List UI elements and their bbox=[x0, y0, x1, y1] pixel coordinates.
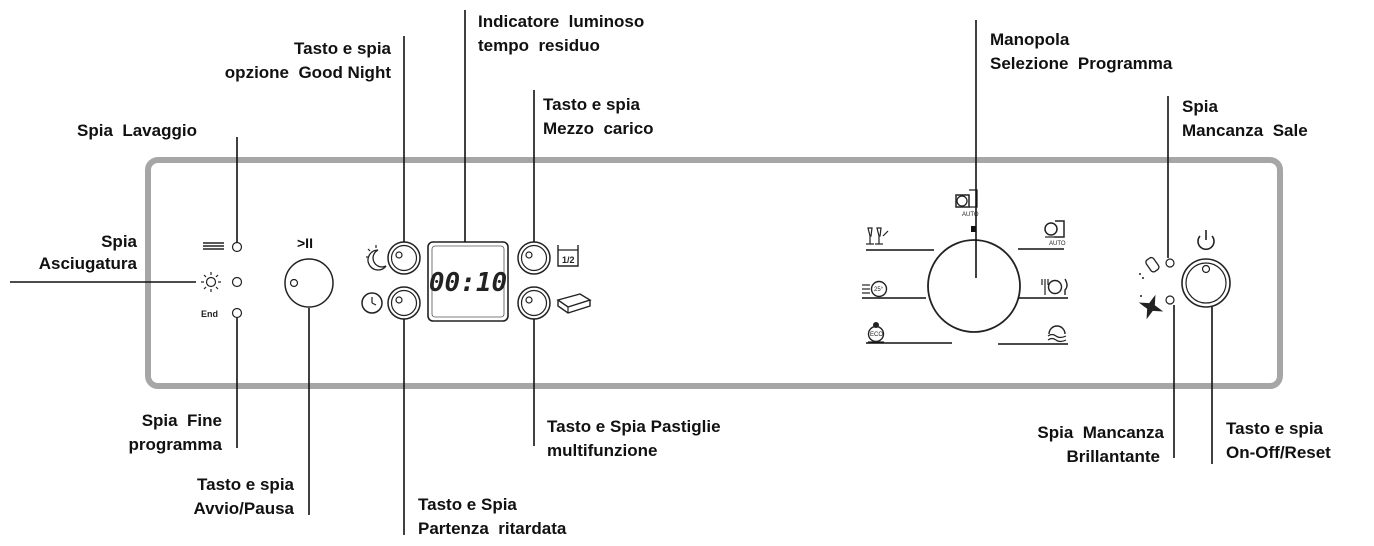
end-led bbox=[231, 307, 243, 319]
start-pause-button[interactable] bbox=[284, 258, 334, 308]
half-load-symbol: 1/2 bbox=[562, 255, 575, 265]
half-load-button[interactable] bbox=[517, 241, 551, 275]
on-off-button[interactable] bbox=[1181, 258, 1231, 308]
program-auto-icon-top: AUTO bbox=[955, 189, 979, 218]
glasses-icon bbox=[866, 227, 889, 245]
drying-led bbox=[231, 276, 243, 288]
label-tempo-residuo-2: tempo residuo bbox=[478, 36, 600, 55]
intensive-icon bbox=[1041, 278, 1068, 295]
delay-start-button[interactable] bbox=[387, 286, 421, 320]
label-avvio-pausa-2: Avvio/Pausa bbox=[194, 499, 295, 518]
dial-marker bbox=[971, 226, 976, 232]
start-pause-led bbox=[289, 278, 299, 288]
label-onoff-1: Tasto e spia bbox=[1226, 419, 1324, 438]
on-off-button-inner bbox=[1185, 262, 1227, 304]
time-display-value: 00:10 bbox=[429, 268, 507, 298]
label-mancanza-sale-2: Mancanza Sale bbox=[1182, 121, 1308, 140]
on-off-led bbox=[1201, 264, 1211, 274]
label-manopola-1: Manopola bbox=[990, 30, 1070, 49]
label-onoff-2: On-Off/Reset bbox=[1226, 443, 1331, 462]
rinse-aid-led bbox=[1165, 295, 1175, 305]
multi-tab-button-inner bbox=[520, 289, 548, 317]
half-load-button-inner bbox=[520, 244, 548, 272]
delay-start-button-inner bbox=[390, 289, 418, 317]
rapid-25-icon: 25° bbox=[862, 280, 888, 298]
wash-led bbox=[231, 241, 243, 253]
multi-tab-button[interactable] bbox=[517, 286, 551, 320]
salt-icon bbox=[1139, 256, 1160, 279]
start-pause-symbol: >II bbox=[297, 235, 313, 251]
label-brillantante-1: Spia Mancanza bbox=[1037, 423, 1164, 442]
label-spia-asciugatura-2: Asciugatura bbox=[39, 254, 138, 273]
half-load-icon: 1/2 bbox=[557, 245, 579, 267]
label-spia-asciugatura-1: Spia bbox=[101, 232, 137, 251]
multi-tab-led bbox=[525, 296, 533, 304]
good-night-button[interactable] bbox=[387, 241, 421, 275]
label-mancanza-sale-1: Spia bbox=[1182, 97, 1218, 116]
program-auto-icon-right: AUTO bbox=[1044, 220, 1066, 247]
label-spia-lavaggio: Spia Lavaggio bbox=[77, 121, 197, 140]
label-brillantante-2: Brillantante bbox=[1066, 447, 1160, 466]
good-night-button-inner bbox=[390, 244, 418, 272]
eco-icon: ECO bbox=[867, 322, 885, 343]
label-tempo-residuo-1: Indicatore luminoso bbox=[478, 12, 644, 31]
tablet-icon bbox=[556, 293, 592, 314]
label-mezzo-carico-1: Tasto e spia bbox=[543, 95, 641, 114]
wash-icon bbox=[203, 242, 224, 250]
label-partenza-ritardata-2: Partenza ritardata bbox=[418, 519, 567, 538]
end-indicator: End bbox=[201, 307, 243, 319]
label-good-night-1: Tasto e spia bbox=[294, 39, 392, 58]
salt-led bbox=[1165, 258, 1175, 268]
end-label: End bbox=[201, 309, 218, 319]
drying-indicator bbox=[201, 272, 243, 292]
program-auto-label-right: AUTO bbox=[1049, 241, 1066, 247]
label-avvio-pausa-1: Tasto e spia bbox=[197, 475, 295, 494]
program-auto-label-top: AUTO bbox=[962, 212, 979, 218]
good-night-led bbox=[395, 251, 403, 259]
power-icon bbox=[1197, 230, 1215, 251]
delay-start-led bbox=[395, 296, 403, 304]
prewash-icon bbox=[1047, 325, 1067, 343]
label-pastiglie-1: Tasto e Spia Pastiglie bbox=[547, 417, 721, 436]
label-fine-programma-1: Spia Fine bbox=[142, 411, 222, 430]
panel-outline bbox=[145, 157, 1283, 389]
time-display-inner bbox=[431, 245, 505, 318]
moon-icon bbox=[366, 245, 387, 271]
half-load-led bbox=[525, 251, 533, 259]
rapid-25-label: 25° bbox=[874, 287, 884, 293]
label-manopola-2: Selezione Programma bbox=[990, 54, 1173, 73]
wash-indicator bbox=[203, 241, 243, 253]
clock-icon bbox=[361, 292, 383, 314]
eco-label: ECO bbox=[870, 332, 883, 338]
label-pastiglie-2: multifunzione bbox=[547, 441, 657, 460]
sun-icon bbox=[201, 272, 221, 292]
label-good-night-2: opzione Good Night bbox=[225, 63, 392, 82]
label-partenza-ritardata-1: Tasto e Spia bbox=[418, 495, 517, 514]
label-fine-programma-2: programma bbox=[128, 435, 222, 454]
rinse-aid-icon bbox=[1138, 294, 1164, 320]
program-dial[interactable] bbox=[927, 239, 1021, 333]
time-display bbox=[427, 241, 509, 322]
label-mezzo-carico-2: Mezzo carico bbox=[543, 119, 654, 138]
